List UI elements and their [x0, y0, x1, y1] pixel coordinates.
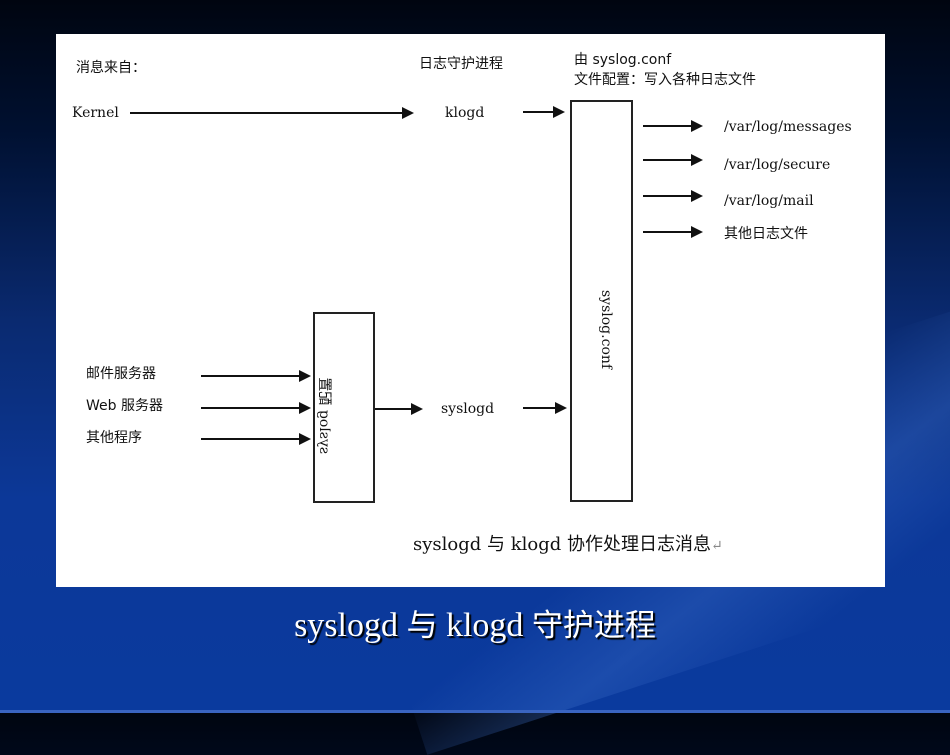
source-other-programs: 其他程序 [86, 430, 142, 446]
output-arrow-1 [643, 120, 703, 132]
kernel-label: Kernel [72, 105, 119, 121]
title-part-syslogd: syslogd [294, 607, 407, 644]
title-part-daemons: 守护进程 [531, 608, 656, 644]
klogd-to-conf-arrow [523, 106, 565, 118]
caption-text: syslogd 与 klogd 协作处理日志消息 [413, 534, 711, 555]
header-config-line1: 由 syslog.conf [574, 52, 672, 68]
header-daemons: 日志守护进程 [419, 56, 503, 72]
syslog-to-syslogd-arrow [375, 403, 423, 415]
source-arrow-2 [201, 402, 311, 414]
title-part-and: 与 [406, 608, 438, 644]
output-secure: /var/log/secure [724, 157, 831, 173]
title-part-klogd: klogd [437, 607, 532, 644]
source-arrow-3 [201, 433, 311, 445]
output-other: 其他日志文件 [724, 226, 808, 242]
header-config-line2: 文件配置：写入各种日志文件 [574, 72, 756, 88]
header-sources: 消息来自： [76, 60, 146, 76]
output-mail: /var/log/mail [724, 193, 814, 209]
syslogd-label: syslogd [441, 401, 495, 417]
bottom-divider [0, 710, 950, 713]
syslogd-to-conf-arrow [523, 402, 567, 414]
syslog-box: syslog 配置 [313, 312, 375, 503]
syslog-conf-box-label: syslog.conf [598, 290, 614, 370]
syslog-box-label: syslog 配置 [316, 377, 332, 454]
output-arrow-4 [643, 226, 703, 238]
return-mark-icon: ↵ [711, 538, 723, 554]
source-mail-server: 邮件服务器 [86, 366, 156, 382]
syslog-conf-box: syslog.conf [570, 100, 633, 502]
slide-title: syslogd 与 klogd 守护进程 [0, 600, 950, 645]
output-messages: /var/log/messages [724, 119, 852, 135]
output-arrow-3 [643, 190, 703, 202]
output-arrow-2 [643, 154, 703, 166]
source-web-server: Web 服务器 [86, 398, 163, 414]
kernel-to-klogd-arrow [130, 107, 414, 119]
source-arrow-1 [201, 370, 311, 382]
klogd-label: klogd [445, 105, 485, 121]
diagram-caption: syslogd 与 klogd 协作处理日志消息↵ [413, 530, 723, 556]
diagram-panel: 消息来自： 日志守护进程 由 syslog.conf 文件配置：写入各种日志文件… [56, 34, 885, 587]
